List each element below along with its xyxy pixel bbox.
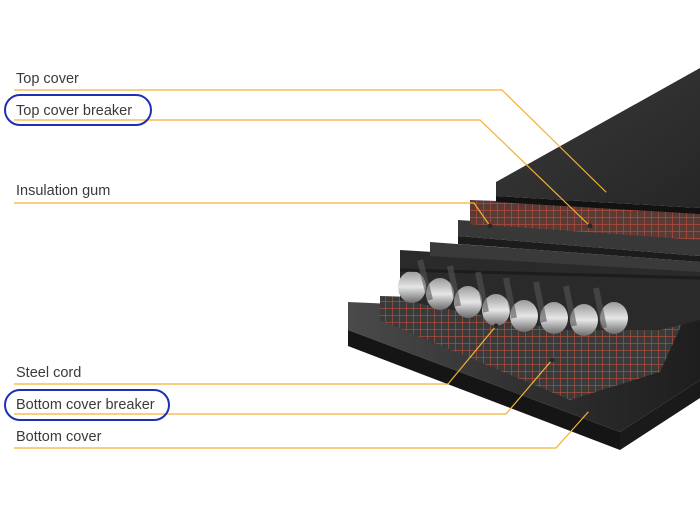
label-insulation-gum: Insulation gum <box>16 183 111 199</box>
label-top-cover-breaker: Top cover breaker <box>16 103 133 119</box>
leader-line-steel-cord <box>14 325 497 385</box>
leader-line-insulation-gum <box>14 202 491 227</box>
leader-dot-bottom-cover <box>587 407 593 413</box>
top-cover-layer <box>496 68 700 214</box>
leader-dot-top-cover-breaker <box>587 223 593 229</box>
steel-cords <box>398 242 700 336</box>
leader-line-top-cover-breaker <box>14 119 591 227</box>
steel-cord-layer <box>398 242 700 336</box>
leader-line-bottom-cover-breaker <box>14 359 553 415</box>
label-steel-cord: Steel cord <box>16 365 82 381</box>
label-bottom-cover: Bottom cover <box>16 429 102 445</box>
leader-dot-bottom-cover-breaker <box>549 357 555 363</box>
label-bottom-cover-breaker: Bottom cover breaker <box>16 397 155 413</box>
highlight-ring-top-cover-breaker <box>4 94 152 126</box>
leader-lines <box>14 89 611 449</box>
insulation-gum-layer <box>458 220 700 262</box>
leader-line-bottom-cover <box>14 409 591 449</box>
leader-dot-insulation-gum <box>487 223 493 229</box>
leader-dot-steel-cord <box>493 323 499 329</box>
label-top-cover: Top cover <box>16 71 79 87</box>
leader-line-top-cover <box>14 89 609 195</box>
highlight-ring-bottom-cover-breaker <box>4 389 170 421</box>
leader-dot-top-cover <box>605 191 611 197</box>
